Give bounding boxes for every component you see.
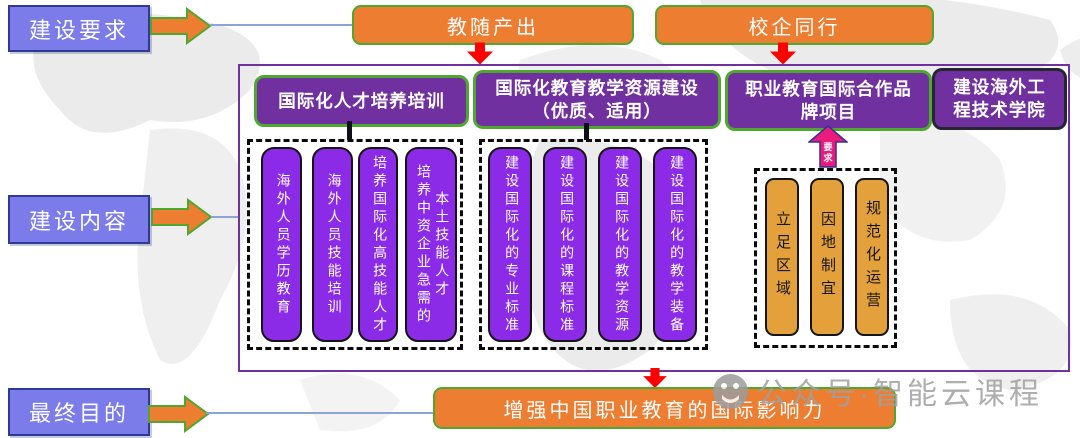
vertical-bar: 海外人员学历教育 — [261, 147, 302, 342]
wechat-face-icon — [713, 373, 748, 409]
bar-label: 因地制宜 — [819, 211, 835, 303]
vertical-bar: 建设国际化的专业标准 — [488, 147, 532, 342]
requirement-arrow-label: 要求 — [822, 142, 833, 164]
vertical-bar: 规范化运营 — [855, 178, 889, 336]
right-arrow-icon — [150, 7, 212, 45]
header-intl-cooperation-brand: 职业教育国际合作品 牌项目 — [725, 70, 932, 131]
top-box-school-enterprise: 校企同行 — [655, 5, 934, 45]
vertical-bar: 因地制宜 — [810, 178, 844, 336]
top-box-teaching-output: 教随产出 — [352, 5, 634, 45]
group-brand-bars — [754, 168, 897, 348]
group-talent-bars — [247, 139, 463, 350]
watermark: 公众号·智能云课程 — [712, 369, 1043, 413]
bar-label: 建设国际化的教学装备 — [668, 154, 684, 335]
bar-label: 海外人员学历教育 — [274, 172, 290, 317]
side-label-requirements: 建设要求 — [8, 5, 150, 52]
connector-line — [210, 24, 352, 26]
vertical-bar: 立足区域 — [765, 178, 799, 336]
bar-label: 立足区域 — [774, 211, 790, 303]
bar-label: 培养中资企业急需的 本土技能人才 — [415, 163, 449, 326]
up-arrow-requirement-icon — [808, 125, 848, 168]
bar-label: 建设国际化的课程标准 — [558, 154, 574, 335]
bar-label: 建设国际化的教学资源 — [613, 154, 629, 335]
down-arrow-icon — [467, 42, 493, 65]
header-edu-teaching-resources: 国际化教育教学资源建设 （优质、适用） — [473, 70, 721, 129]
vertical-bar: 培养中资企业急需的 本土技能人才 — [405, 147, 457, 342]
bar-label: 建设国际化的专业标准 — [503, 154, 519, 335]
vertical-bar: 海外人员技能培训 — [312, 147, 353, 342]
right-arrow-icon — [151, 198, 213, 236]
side-label-purpose: 最终目的 — [8, 388, 150, 436]
right-arrow-icon — [148, 395, 210, 433]
side-label-content: 建设内容 — [8, 195, 150, 244]
vertical-bar: 培养国际化高技能人才 — [358, 147, 398, 342]
header-intl-talent-training: 国际化人才培养培训 — [254, 75, 469, 127]
connector-line — [206, 412, 434, 414]
header-overseas-college: 建设海外工 程技术学院 — [932, 68, 1067, 130]
bottom-goal-box: 增强中国职业教育的国际影响力 — [433, 387, 896, 429]
connector-line — [347, 121, 352, 140]
watermark-text: 公众号·智能云课程 — [757, 378, 1043, 411]
connector-line — [211, 216, 239, 218]
vertical-bar: 建设国际化的教学装备 — [653, 147, 697, 342]
bar-label: 海外人员技能培训 — [325, 172, 341, 317]
bar-label: 培养国际化高技能人才 — [371, 154, 387, 335]
vertical-bar: 建设国际化的课程标准 — [543, 147, 587, 342]
vertical-bar: 建设国际化的教学资源 — [598, 147, 642, 342]
down-arrow-icon — [643, 368, 667, 388]
bar-label: 规范化运营 — [864, 199, 880, 315]
group-resource-bars — [479, 139, 708, 350]
connector-line — [584, 123, 589, 140]
down-arrow-icon — [770, 42, 796, 65]
